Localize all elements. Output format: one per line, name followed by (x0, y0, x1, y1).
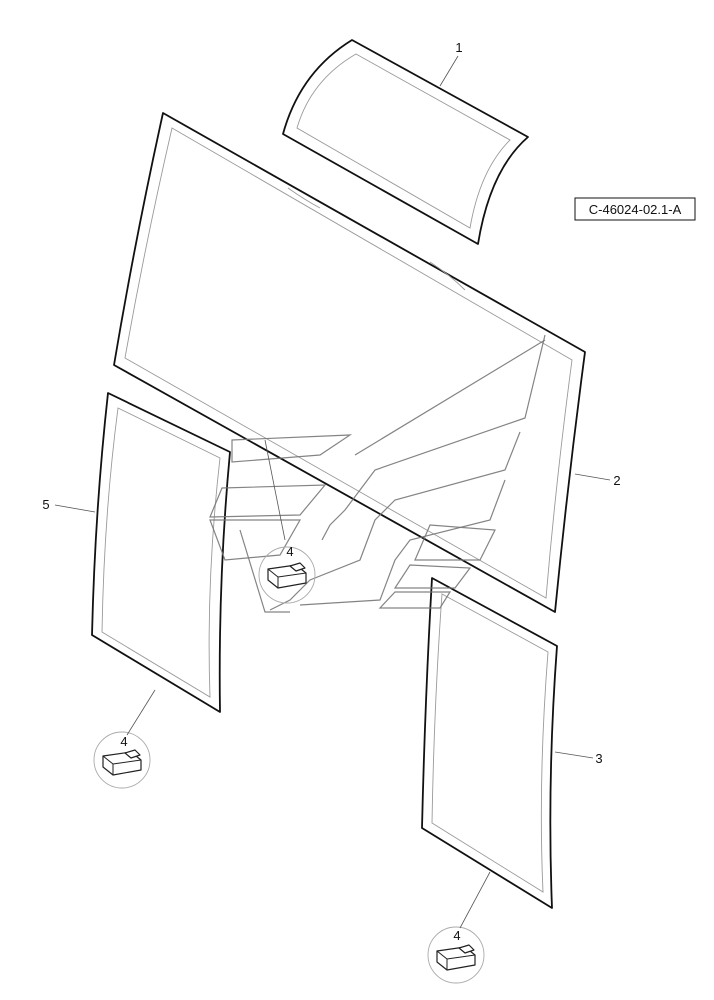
leader-lines (54, 55, 611, 929)
callout-labels: 1 2 3 4 4 4 5 (42, 40, 620, 943)
clip-detail-right (427, 926, 485, 984)
reference-code-tag: C-46024-02.1-A (574, 197, 696, 221)
callout-5: 5 (42, 497, 49, 512)
part-1-roof-glass (282, 39, 529, 245)
callout-4-left: 4 (120, 734, 127, 749)
reference-code-text: C-46024-02.1-A (589, 202, 682, 217)
callout-2: 2 (613, 473, 620, 488)
clip-detail-center (258, 546, 316, 604)
watermark-logo (209, 334, 546, 613)
callout-4-right: 4 (453, 928, 460, 943)
callout-4-center: 4 (286, 544, 293, 559)
callout-1: 1 (455, 40, 462, 55)
part-5-left-side-glass (91, 392, 231, 713)
callout-3: 3 (595, 751, 602, 766)
clip-detail-left (93, 731, 151, 789)
part-2-windshield (113, 112, 586, 613)
part-3-right-side-glass (421, 577, 558, 909)
